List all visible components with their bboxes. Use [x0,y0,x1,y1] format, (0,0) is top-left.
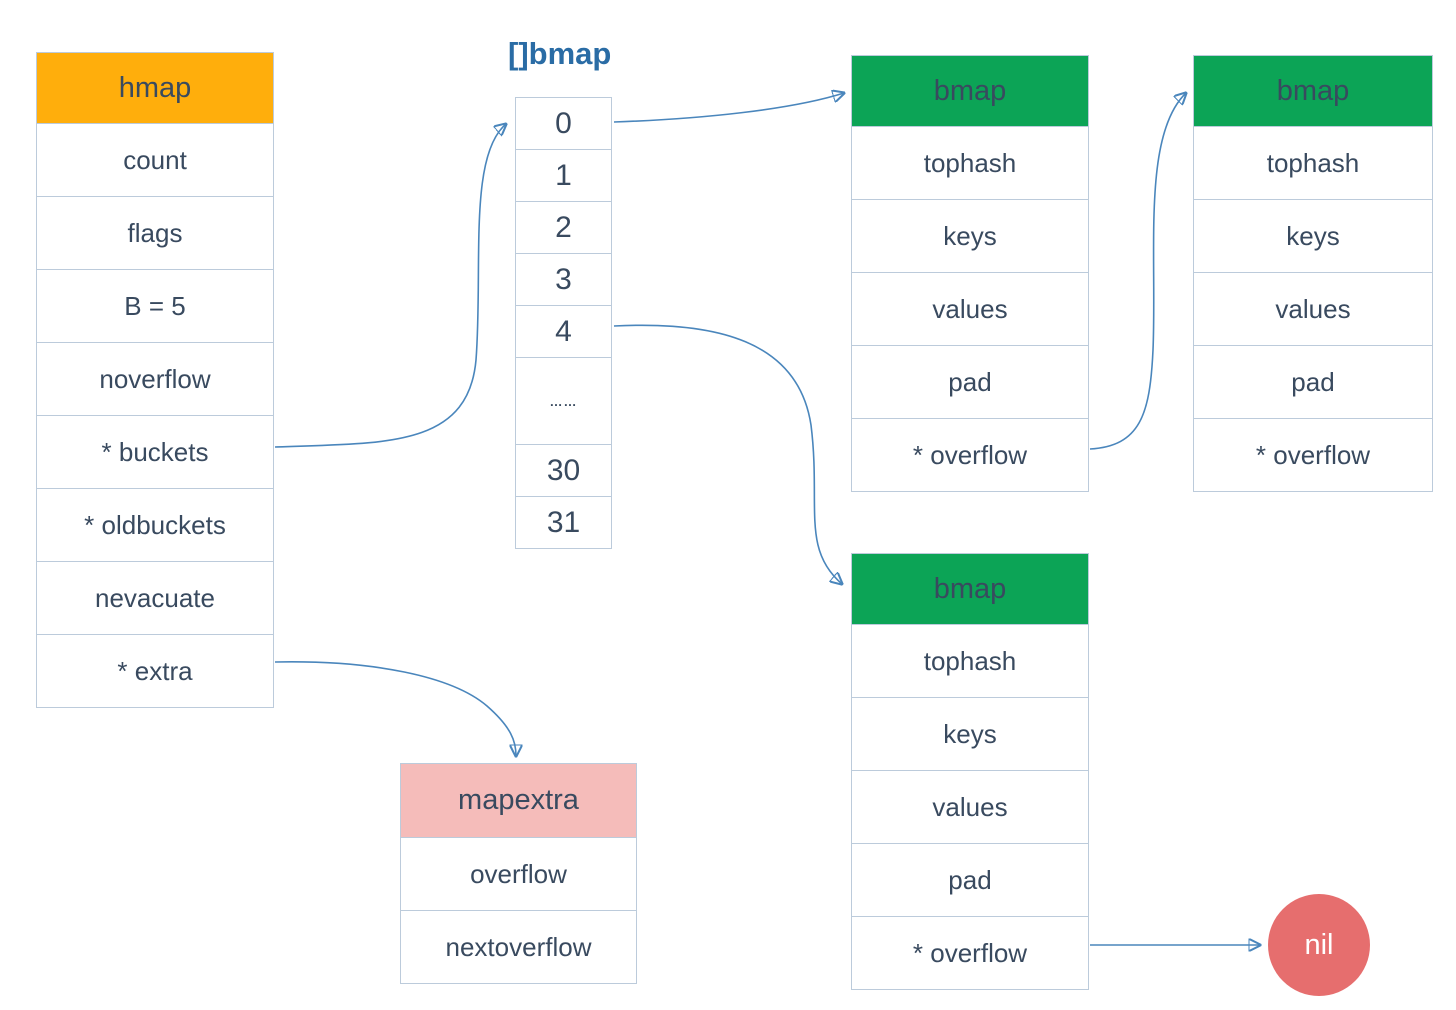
mapextra-row-1: nextoverflow [401,910,636,983]
hmap-row-3: noverflow [37,342,273,415]
hmap-row-5: * oldbuckets [37,488,273,561]
arrow-extra-to-mapextra [274,661,516,756]
bmap-top-second-row-0: tophash [1194,126,1432,199]
bmap-top-second-header: bmap [1194,56,1432,126]
bmap-top-second-row-1: keys [1194,199,1432,272]
bucket-cell-3: 3 [516,253,611,305]
bmap-bottom-header: bmap [852,554,1088,624]
mapextra-header: mapextra [401,764,636,837]
bucket-cell-6: 30 [516,444,611,496]
arrow-array4-to-bmap-bottom [613,324,842,584]
hmap-row-4: * buckets [37,415,273,488]
bucket-cell-0: 0 [516,98,611,149]
bmap-bottom-row-0: tophash [852,624,1088,697]
bucket-cell-4: 4 [516,305,611,357]
bucket-array-title: []bmap [508,36,612,71]
nil-node: nil [1268,894,1370,996]
bmap-top-first-header: bmap [852,56,1088,126]
bmap-top-first-row-4: * overflow [852,418,1088,491]
arrow-overflow-to-bmap-top-second [1089,93,1186,450]
bmap-top-first-row-0: tophash [852,126,1088,199]
mapextra-row-0: overflow [401,837,636,910]
bucket-cell-1: 1 [516,149,611,201]
hmap-row-7: * extra [37,634,273,707]
bucket-cell-7: 31 [516,496,611,548]
hmap-row-6: nevacuate [37,561,273,634]
hmap-row-2: B = 5 [37,269,273,342]
bmap-bottom-row-2: values [852,770,1088,843]
bmap-top-second-row-4: * overflow [1194,418,1432,491]
bmap-top-first-row-2: values [852,272,1088,345]
hmap-row-0: count [37,123,273,196]
bucket-cell-5: …… [516,357,611,444]
arrow-buckets-to-array [274,124,506,448]
hmap-row-1: flags [37,196,273,269]
arrow-array0-to-bmap-top-first [613,93,844,123]
bmap-top-first-row-3: pad [852,345,1088,418]
bmap-bottom-row-1: keys [852,697,1088,770]
hmap-header: hmap [37,53,273,123]
bmap-bottom-row-3: pad [852,843,1088,916]
bmap-top-second-row-2: values [1194,272,1432,345]
bmap-bottom-row-4: * overflow [852,916,1088,989]
bmap-top-second-row-3: pad [1194,345,1432,418]
bmap-top-first-row-1: keys [852,199,1088,272]
bucket-cell-2: 2 [516,201,611,253]
